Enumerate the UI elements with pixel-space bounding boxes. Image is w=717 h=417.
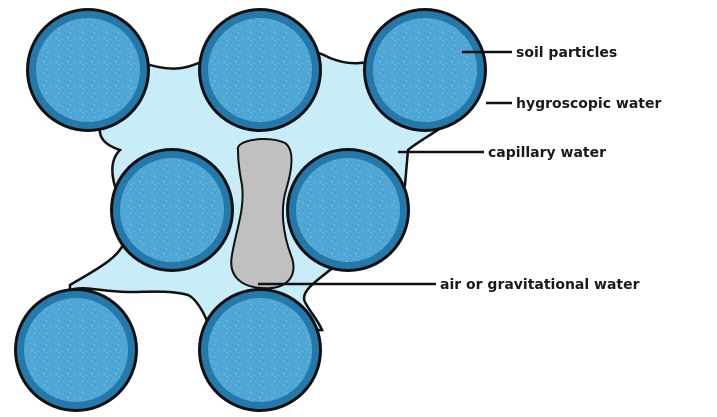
soil-particle-1 bbox=[26, 8, 150, 132]
label-capillary-water: capillary water bbox=[488, 145, 606, 161]
soil-particle-3 bbox=[363, 8, 487, 132]
soil-particle-7 bbox=[198, 288, 322, 412]
soil-particle-4 bbox=[110, 148, 234, 272]
soil-particle-5 bbox=[286, 148, 410, 272]
soil-particle-6 bbox=[14, 288, 138, 412]
label-soil-particles: soil particles bbox=[516, 45, 617, 61]
label-air-or-gravitational-water: air or gravitational water bbox=[440, 277, 640, 293]
label-hygroscopic-water: hygroscopic water bbox=[516, 96, 661, 112]
soil-particle-2 bbox=[198, 8, 322, 132]
